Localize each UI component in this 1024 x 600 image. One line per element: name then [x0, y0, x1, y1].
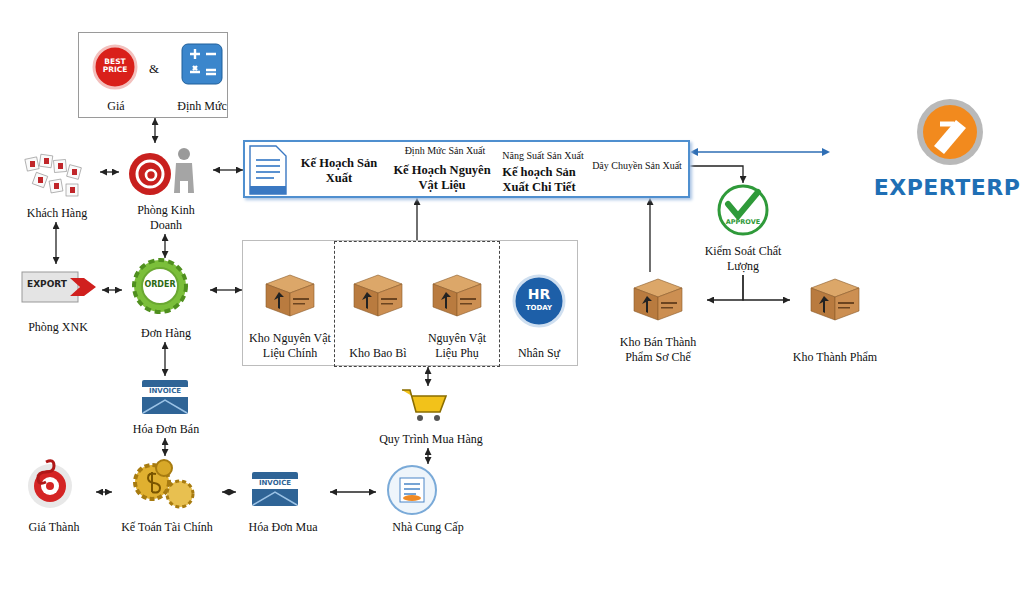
- hr-node: Nhân Sự: [503, 272, 575, 362]
- icon-text: HR: [519, 287, 559, 302]
- plan-band: Kế Hoạch Sản Xuất Định Mức Sản Xuất Kế Hoạ…: [243, 140, 690, 198]
- node-label: Nhà Cung Cấp: [392, 520, 463, 534]
- node-label: Giá Thành: [29, 520, 80, 534]
- connector-arrow: [164, 342, 165, 376]
- connector-arrow: [416, 198, 417, 241]
- node-label: Quy Trình Mua Hàng: [379, 432, 483, 446]
- icon-text: INVOICE: [252, 480, 298, 488]
- connector-arrow: [743, 275, 790, 300]
- node-label: Kho Thành Phẩm: [793, 350, 877, 364]
- icon-text: BEST PRICE: [96, 58, 134, 75]
- node-label: Kho Nguyên Vật Liệu Chính: [249, 331, 331, 360]
- icon-text: ORDER: [140, 281, 180, 290]
- connector-arrow: [164, 438, 165, 456]
- node-label: Kế Hoạch Sản Xuất: [293, 156, 385, 186]
- connector-arrow: [707, 275, 743, 300]
- node-label: Kế hoạch Sản Xuất Chi Tiết: [491, 165, 587, 195]
- node-label: Khách Hàng: [27, 206, 87, 220]
- icon-text: TODAY: [514, 305, 564, 313]
- connector-arrow: [222, 491, 236, 492]
- dashed-group: Kho Bao Bì Nguyên Vật Liệu Phụ: [334, 241, 500, 367]
- quality-node: Kiểm Soát Chất Lượng: [697, 183, 789, 275]
- connector-arrow: [210, 289, 242, 290]
- node-label: Năng Suất Sản Xuất: [491, 150, 595, 162]
- logo-text: EXPERTERP: [872, 176, 1022, 200]
- warehouse-node: Kho Bán Thành Phẩm Sơ Chế: [609, 272, 707, 366]
- invoice-node: Hóa Đơn Mua: [236, 466, 330, 536]
- warehouse-node: Kho Nguyên Vật Liệu Chính: [246, 268, 334, 362]
- connector-arrow: [427, 367, 428, 386]
- connector-arrow: [96, 491, 112, 492]
- node-label: Hóa Đơn Mua: [249, 520, 318, 534]
- warehouse-node: Kho Thành Phẩm: [790, 272, 880, 366]
- node-label: Định Mức: [171, 99, 233, 113]
- warehouse-node: Nguyên Vật Liệu Phụ: [417, 268, 497, 362]
- order-node: Đơn Hàng: [122, 258, 210, 342]
- node-label: Giá: [91, 99, 141, 113]
- warehouse-node: Kho Bao Bì: [340, 268, 416, 362]
- icon-text: INVOICE: [142, 388, 188, 396]
- connector-arrow: [427, 448, 428, 464]
- connector-arrow: [330, 491, 376, 492]
- connector-arrow: [213, 169, 243, 170]
- node-label: Phòng XNK: [28, 320, 88, 334]
- connector-arrow: [154, 118, 155, 143]
- node-label: Kiểm Soát Chất Lượng: [700, 244, 786, 273]
- icon-text: EXPORT: [22, 280, 72, 290]
- node-box: Giá&Định Mức: [78, 32, 228, 118]
- node-label: Phòng Kinh Doanh: [122, 203, 210, 232]
- connector-arrow: [649, 198, 650, 272]
- supplier-node: Nhà Cung Cấp: [376, 464, 480, 536]
- icon-text: APPROVE: [718, 219, 768, 226]
- node-label: Nhân Sự: [518, 346, 560, 360]
- node-label: Kế Hoạch Nguyên Vật Liệu: [385, 163, 499, 193]
- connector-arrow: [55, 222, 56, 264]
- invoice-node: Hóa Đơn Bán: [122, 376, 210, 438]
- customer-node: Khách Hàng: [14, 146, 100, 222]
- department-node: Phòng XNK: [14, 264, 102, 336]
- node-label: Dây Chuyền Sản Xuất: [585, 160, 689, 172]
- connector-arrow: [100, 171, 119, 172]
- node-label: Kho Bao Bì: [349, 346, 406, 360]
- node-label: Nguyên Vật Liệu Phụ: [420, 331, 494, 360]
- node-label: &: [141, 61, 167, 77]
- connector-arrow: [690, 166, 743, 183]
- node-label: Đơn Hàng: [141, 326, 191, 340]
- cost-node: Giá Thành: [12, 456, 96, 536]
- node-label: Định Mức Sản Xuất: [389, 145, 501, 157]
- node-label: Kế Toán Tài Chính: [121, 520, 213, 534]
- node-label: Kho Bán Thành Phẩm Sơ Chế: [612, 335, 704, 364]
- connector-arrow: [164, 234, 165, 258]
- department-node: Phòng Kinh Doanh: [119, 143, 213, 234]
- connector-arrow: [102, 289, 122, 290]
- process-node: Quy Trình Mua Hàng: [364, 386, 498, 448]
- node-label: Hóa Đơn Bán: [133, 422, 199, 436]
- warehouse-group: Kho Nguyên Vật Liệu ChínhKho Bao Bì Nguyê…: [242, 240, 578, 366]
- accounting-node: Kế Toán Tài Chính: [112, 456, 222, 536]
